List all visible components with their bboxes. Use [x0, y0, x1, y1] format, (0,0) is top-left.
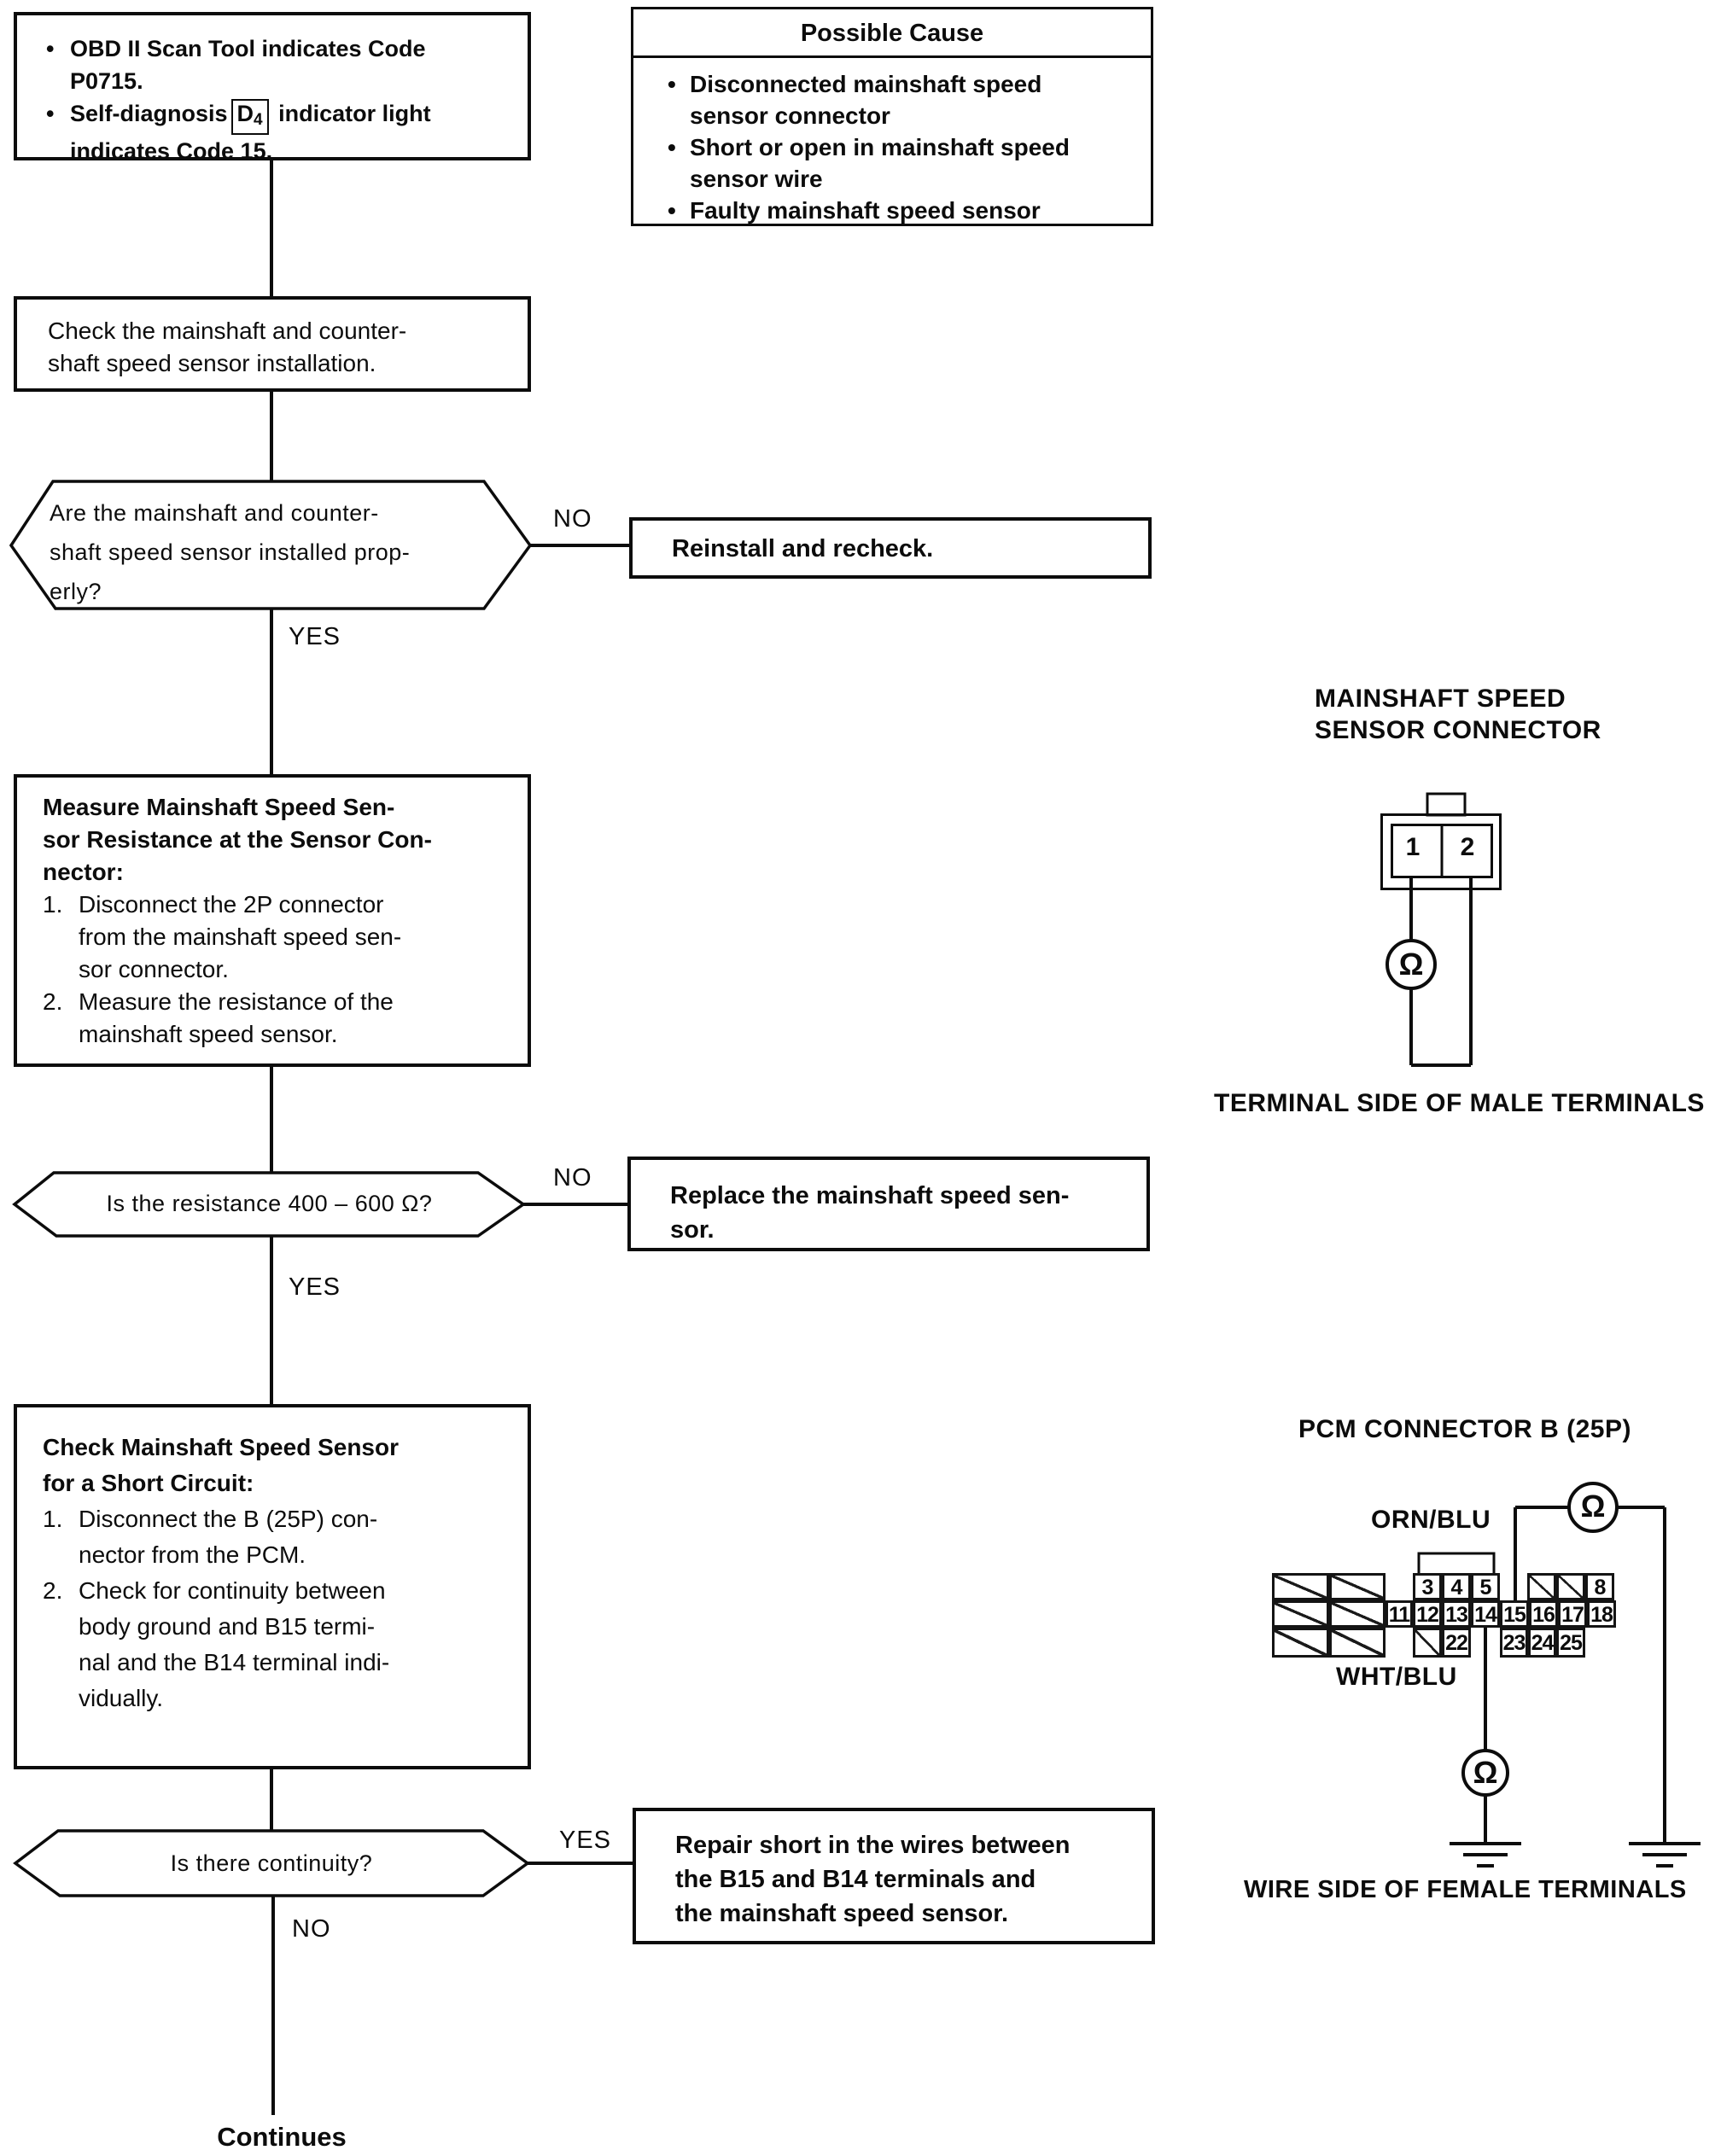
ohmmeter-symbol: Ω: [1398, 947, 1424, 982]
decision-installed-text: Are the mainshaft and counter- shaft spe…: [50, 500, 411, 604]
pcm-cell-25: 25: [1556, 1628, 1585, 1658]
symptom-item-1: • OBD II Scan Tool indicates Code P0715.: [46, 32, 517, 97]
measure-resistance-title: Measure Mainshaft Speed Sen- sor Resista…: [43, 794, 432, 885]
short-step: 1. Disconnect the B (25P) con- nector fr…: [43, 1501, 521, 1573]
pcm-cell-17: 17: [1558, 1600, 1587, 1628]
branch-label-yes: YES: [289, 1273, 341, 1301]
decision-hexagon-installed: [9, 480, 533, 610]
step-number: 1.: [43, 1506, 63, 1532]
bullet: •: [668, 134, 676, 160]
step-text: Measure the resistance of the mainshaft …: [79, 988, 394, 1047]
check-installation-text: Check the mainshaft and counter- shaft s…: [48, 318, 407, 376]
sensor-pin-1: 1: [1405, 833, 1421, 861]
possible-cause-title: Possible Cause: [633, 9, 1151, 58]
step-text: Disconnect the B (25P) con- nector from …: [79, 1506, 378, 1568]
bullet: •: [46, 36, 55, 61]
repair-short-text: Repair short in the wires between the B1…: [675, 1832, 1071, 1927]
repair-short-box: Repair short in the wires between the B1…: [633, 1808, 1155, 1944]
measure-resistance-box: Measure Mainshaft Speed Sen- sor Resista…: [14, 774, 531, 1067]
symptom-item-2-pre: Self-diagnosis: [70, 101, 228, 126]
d4-indicator-icon: D4: [230, 99, 269, 135]
pcm-cell-18: 18: [1587, 1600, 1616, 1628]
pcm-cell-hatched: [1272, 1600, 1329, 1628]
decision-continuity-text: Is there continuity?: [170, 1850, 373, 1876]
check-installation-box: Check the mainshaft and counter- shaft s…: [14, 296, 531, 392]
sensor-connector-inner: [1391, 824, 1493, 878]
d4-letter: D: [236, 101, 254, 126]
d4-subscript: 4: [254, 111, 263, 129]
pcm-cell-8: 8: [1585, 1573, 1614, 1600]
symptom-box: • OBD II Scan Tool indicates Code P0715.…: [14, 12, 531, 164]
decision-hexagon-continuity: [13, 1829, 530, 1897]
short-step: 2. Check for continuity between body gro…: [43, 1573, 521, 1716]
replace-sensor-text: Replace the mainshaft speed sen- sor.: [670, 1182, 1070, 1244]
possible-cause-item: • Short or open in mainshaft speed senso…: [668, 131, 1142, 195]
sensor-connector-outline: [1380, 813, 1502, 890]
bullet: •: [46, 101, 55, 126]
possible-cause-item-text: Disconnected mainshaft speed sensor conn…: [690, 71, 1042, 129]
pcm-cell-hatched: [1272, 1628, 1329, 1658]
sensor-connector-title: MAINSHAFT SPEED SENSOR CONNECTOR: [1315, 685, 1601, 744]
pcm-cell-hatched: [1527, 1573, 1556, 1600]
sensor-pin-2: 2: [1460, 833, 1475, 861]
pcm-cell-24: 24: [1528, 1628, 1556, 1658]
male-terminals-caption: TERMINAL SIDE OF MALE TERMINALS: [1214, 1089, 1705, 1117]
pcm-cell-12: 12: [1413, 1600, 1442, 1628]
bullet: •: [668, 197, 676, 224]
step-text: Disconnect the 2P connector from the mai…: [79, 891, 402, 982]
branch-label-yes: YES: [559, 1827, 612, 1854]
possible-cause-item: • Faulty mainshaft speed sensor: [668, 195, 1142, 226]
replace-sensor-box: Replace the mainshaft speed sen- sor.: [627, 1157, 1150, 1251]
symptom-item-2-post: indicator light indicates Code 15.: [70, 101, 431, 164]
pcm-cell-13: 13: [1442, 1600, 1471, 1628]
possible-cause-item-text: Faulty mainshaft speed sensor: [690, 197, 1041, 224]
step-number: 2.: [43, 1577, 63, 1604]
branch-label-no: NO: [553, 1164, 592, 1192]
bullet: •: [668, 71, 676, 97]
continues-label: Continues: [217, 2122, 347, 2152]
branch-label-no: NO: [292, 1915, 331, 1943]
pcm-cell-5: 5: [1471, 1573, 1500, 1600]
pcm-cell-16: 16: [1529, 1600, 1558, 1628]
pcm-cell-hatched: [1329, 1573, 1386, 1600]
female-terminals-caption: WIRE SIDE OF FEMALE TERMINALS: [1244, 1876, 1687, 1903]
pcm-cell-hatched: [1413, 1628, 1442, 1658]
connector-tab: [1426, 792, 1467, 817]
pcm-cell-hatched: [1329, 1628, 1386, 1658]
pcm-cell-hatched: [1329, 1600, 1386, 1628]
possible-cause-item: • Disconnected mainshaft speed sensor co…: [668, 68, 1142, 131]
pcm-cell-3: 3: [1413, 1573, 1442, 1600]
measure-step: 1. Disconnect the 2P connector from the …: [43, 889, 521, 986]
pcm-cell-4: 4: [1442, 1573, 1471, 1600]
branch-label-no: NO: [553, 505, 592, 533]
pcm-connector-title: PCM CONNECTOR B (25P): [1298, 1415, 1631, 1443]
reinstall-text: Reinstall and recheck.: [672, 535, 934, 562]
ohmmeter-symbol-bottom: Ω: [1473, 1755, 1498, 1790]
check-short-circuit-title: Check Mainshaft Speed Sensor for a Short…: [43, 1434, 400, 1496]
pcm-cell-22: 22: [1442, 1628, 1471, 1658]
pcm-cell-hatched: [1272, 1573, 1329, 1600]
pcm-cell-23: 23: [1500, 1628, 1528, 1658]
measure-step: 2. Measure the resistance of the mainsha…: [43, 986, 521, 1051]
possible-cause-box: Possible Cause • Disconnected mainshaft …: [631, 7, 1153, 226]
step-number: 2.: [43, 988, 63, 1015]
step-text: Check for continuity between body ground…: [79, 1577, 390, 1711]
reinstall-box: Reinstall and recheck.: [629, 517, 1152, 579]
pcm-cell-11: 11: [1386, 1600, 1413, 1628]
symptom-item-1-text: OBD II Scan Tool indicates Code P0715.: [70, 36, 426, 94]
decision-resistance-text: Is the resistance 400 – 600 Ω?: [106, 1191, 433, 1216]
pcm-cell-15: 15: [1500, 1600, 1529, 1628]
pcm-cell-hatched: [1556, 1573, 1585, 1600]
possible-cause-item-text: Short or open in mainshaft speed sensor …: [690, 134, 1070, 192]
pcm-cell-14: 14: [1471, 1600, 1500, 1628]
ohmmeter-symbol-top: Ω: [1580, 1489, 1606, 1524]
wire-label-orn-blu: ORN/BLU: [1371, 1506, 1491, 1534]
check-short-circuit-box: Check Mainshaft Speed Sensor for a Short…: [14, 1404, 531, 1769]
branch-label-yes: YES: [289, 623, 341, 650]
wire-label-wht-blu: WHT/BLU: [1336, 1663, 1457, 1691]
decision-hexagon-resistance: [12, 1171, 527, 1238]
step-number: 1.: [43, 891, 63, 918]
